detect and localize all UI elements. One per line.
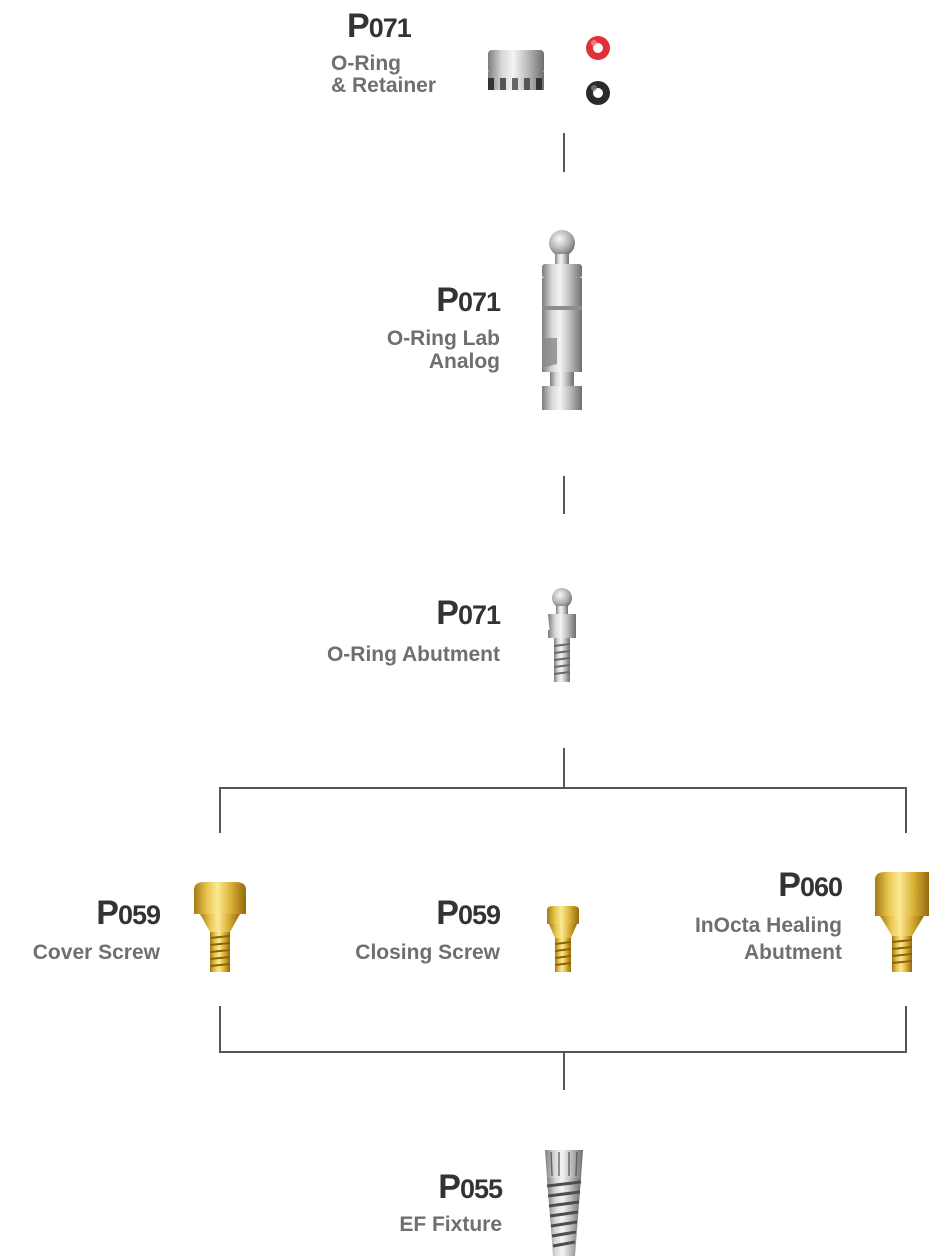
closing-screw-icon xyxy=(543,904,583,974)
lab-analog-name-line2: Analog xyxy=(428,350,500,373)
closing-screw-name: Closing Screw xyxy=(355,941,500,964)
closing-screw-code: P059 xyxy=(436,894,501,932)
lab-analog-name-line1: O-Ring Lab xyxy=(386,327,500,350)
oring-retainer-name-line2: & Retainer xyxy=(331,74,437,97)
healing-abutment-name-line1: InOcta Healing xyxy=(694,914,842,937)
abutment-name: O-Ring Abutment xyxy=(326,643,500,666)
abutment-icon xyxy=(540,586,584,686)
branch-bottom-right-rise xyxy=(905,1006,907,1053)
fixture-code: P055 xyxy=(438,1168,503,1206)
oring-retainer-code: P071 xyxy=(347,7,412,45)
cover-screw-code: P059 xyxy=(96,894,161,932)
cover-screw-name: Cover Screw xyxy=(32,941,160,964)
oring-retainer-name-line1: O-Ring xyxy=(331,52,401,75)
cover-screw-icon xyxy=(190,880,250,976)
lab-analog-icon xyxy=(537,228,587,412)
connector-analog-abutment xyxy=(563,476,565,514)
abutment-code: P071 xyxy=(436,594,501,632)
branch-bottom-left-rise xyxy=(219,1006,221,1053)
branch-top-bar xyxy=(219,787,907,789)
healing-abutment-icon xyxy=(872,870,929,974)
lab-analog-code: P071 xyxy=(436,281,501,319)
connector-branch-fixture xyxy=(563,1052,565,1090)
connector-abutment-branch xyxy=(563,748,565,788)
fixture-name: EF Fixture xyxy=(399,1213,502,1236)
branch-top-right-drop xyxy=(905,787,907,833)
branch-top-left-drop xyxy=(219,787,221,833)
healing-abutment-name-line2: Abutment xyxy=(744,941,842,964)
black-oring-icon xyxy=(583,78,613,108)
fixture-icon xyxy=(539,1148,589,1259)
red-oring-icon xyxy=(583,33,613,63)
retainer-icon xyxy=(486,48,546,92)
healing-abutment-code: P060 xyxy=(778,866,843,904)
connector-retainer-analog xyxy=(563,133,565,172)
